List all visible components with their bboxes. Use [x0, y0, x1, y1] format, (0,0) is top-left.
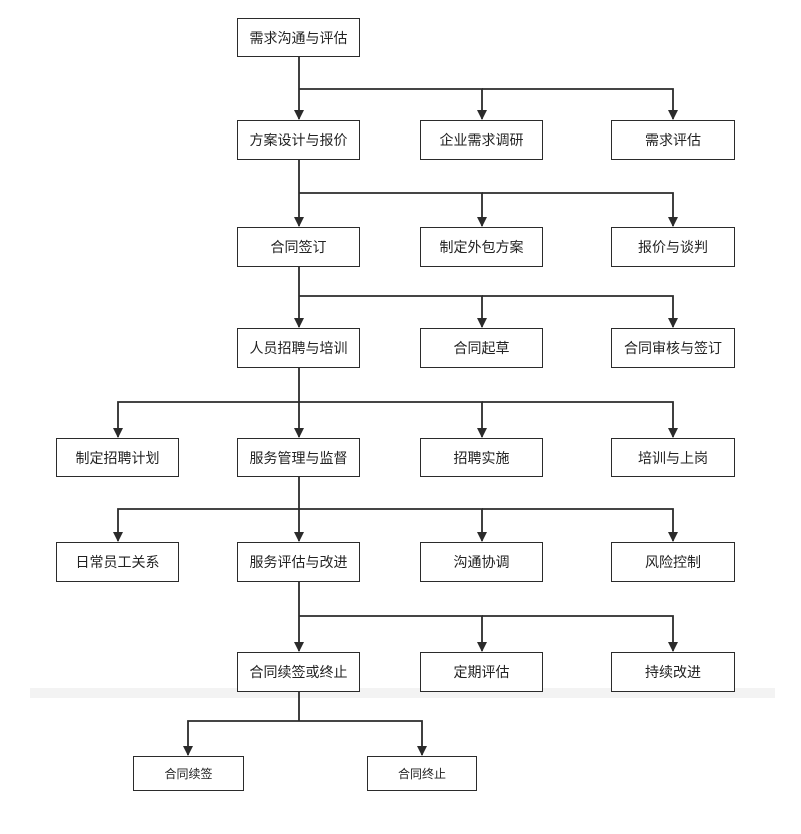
- connector: [113, 401, 299, 438]
- connector: [183, 720, 299, 756]
- node-risk-control: 风险控制: [611, 542, 735, 582]
- node-contract-signing: 合同签订: [237, 227, 360, 267]
- node-communication-coordination: 沟通协调: [420, 542, 543, 582]
- node-service-management: 服务管理与监督: [237, 438, 360, 477]
- connector: [482, 295, 678, 328]
- connector: [299, 192, 487, 227]
- node-recruit-train: 人员招聘与培训: [237, 328, 360, 368]
- connector: [299, 720, 427, 756]
- node-daily-relations: 日常员工关系: [56, 542, 179, 582]
- node-recruit-execution: 招聘实施: [420, 438, 543, 477]
- background-band: [30, 688, 775, 698]
- node-contract-review: 合同审核与签订: [611, 328, 735, 368]
- node-periodic-evaluation: 定期评估: [420, 652, 543, 692]
- connector: [482, 401, 678, 438]
- connector: [113, 508, 299, 542]
- node-training-onboarding: 培训与上岗: [611, 438, 735, 477]
- connector: [482, 508, 678, 542]
- node-requirement-evaluation: 需求评估: [611, 120, 735, 160]
- node-recruit-plan: 制定招聘计划: [56, 438, 179, 477]
- node-contract-termination: 合同终止: [367, 756, 477, 791]
- node-enterprise-research: 企业需求调研: [420, 120, 543, 160]
- connector: [482, 192, 678, 227]
- node-requirement-communication: 需求沟通与评估: [237, 18, 360, 57]
- node-outsourcing-plan: 制定外包方案: [420, 227, 543, 267]
- node-continuous-improvement: 持续改进: [611, 652, 735, 692]
- node-service-improvement: 服务评估与改进: [237, 542, 360, 582]
- connector: [299, 401, 487, 438]
- node-contract-renewal: 合同续签: [133, 756, 244, 791]
- connector: [299, 88, 487, 120]
- node-renew-or-terminate: 合同续签或终止: [237, 652, 360, 692]
- connector: [482, 88, 678, 120]
- node-plan-design: 方案设计与报价: [237, 120, 360, 160]
- connector: [299, 615, 487, 652]
- node-contract-draft: 合同起草: [420, 328, 543, 368]
- connector: [299, 295, 487, 328]
- connector: [482, 615, 678, 652]
- node-quote-negotiation: 报价与谈判: [611, 227, 735, 267]
- connector: [299, 508, 487, 542]
